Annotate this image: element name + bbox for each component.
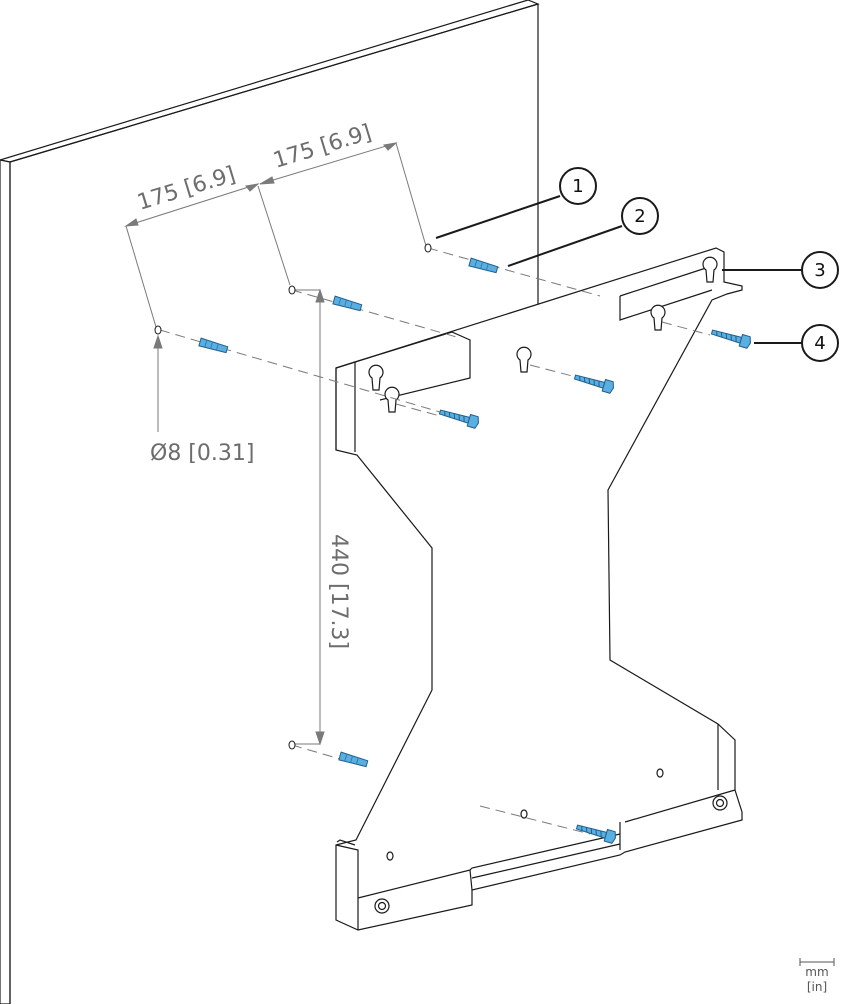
callout-label: 4 bbox=[814, 333, 825, 354]
dimension-lines bbox=[124, 142, 711, 835]
dimension-spacing-right: 175 [6.9] bbox=[270, 120, 374, 173]
callout-2: 2 bbox=[507, 197, 659, 267]
unit-primary: mm bbox=[805, 965, 828, 979]
drill-hole bbox=[288, 740, 296, 750]
wall-anchor bbox=[332, 295, 363, 313]
dimension-vertical-spacing: 440 [17.3] bbox=[326, 534, 351, 649]
mounting-bracket bbox=[335, 247, 743, 931]
wall-anchor bbox=[468, 257, 499, 275]
drill-hole bbox=[424, 243, 432, 253]
drill-hole bbox=[154, 325, 162, 335]
dimension-spacing-left: 175 [6.9] bbox=[134, 162, 238, 215]
wall-anchor bbox=[338, 751, 369, 769]
unit-legend: mm [in] bbox=[799, 958, 835, 994]
callout-label: 1 bbox=[572, 176, 583, 197]
callout-label: 2 bbox=[634, 206, 645, 227]
wall-panel bbox=[0, 0, 540, 1004]
callout-1: 1 bbox=[435, 167, 597, 239]
drill-holes bbox=[154, 243, 432, 750]
callout-label: 3 bbox=[814, 260, 825, 281]
unit-secondary: [in] bbox=[807, 980, 827, 994]
lag-bolt bbox=[709, 325, 753, 350]
dimension-hole-diameter: Ø8 [0.31] bbox=[150, 441, 254, 466]
wall-anchor bbox=[198, 337, 229, 355]
drill-hole bbox=[288, 285, 296, 295]
callout-4: 4 bbox=[754, 324, 839, 362]
callout-3: 3 bbox=[722, 251, 839, 289]
